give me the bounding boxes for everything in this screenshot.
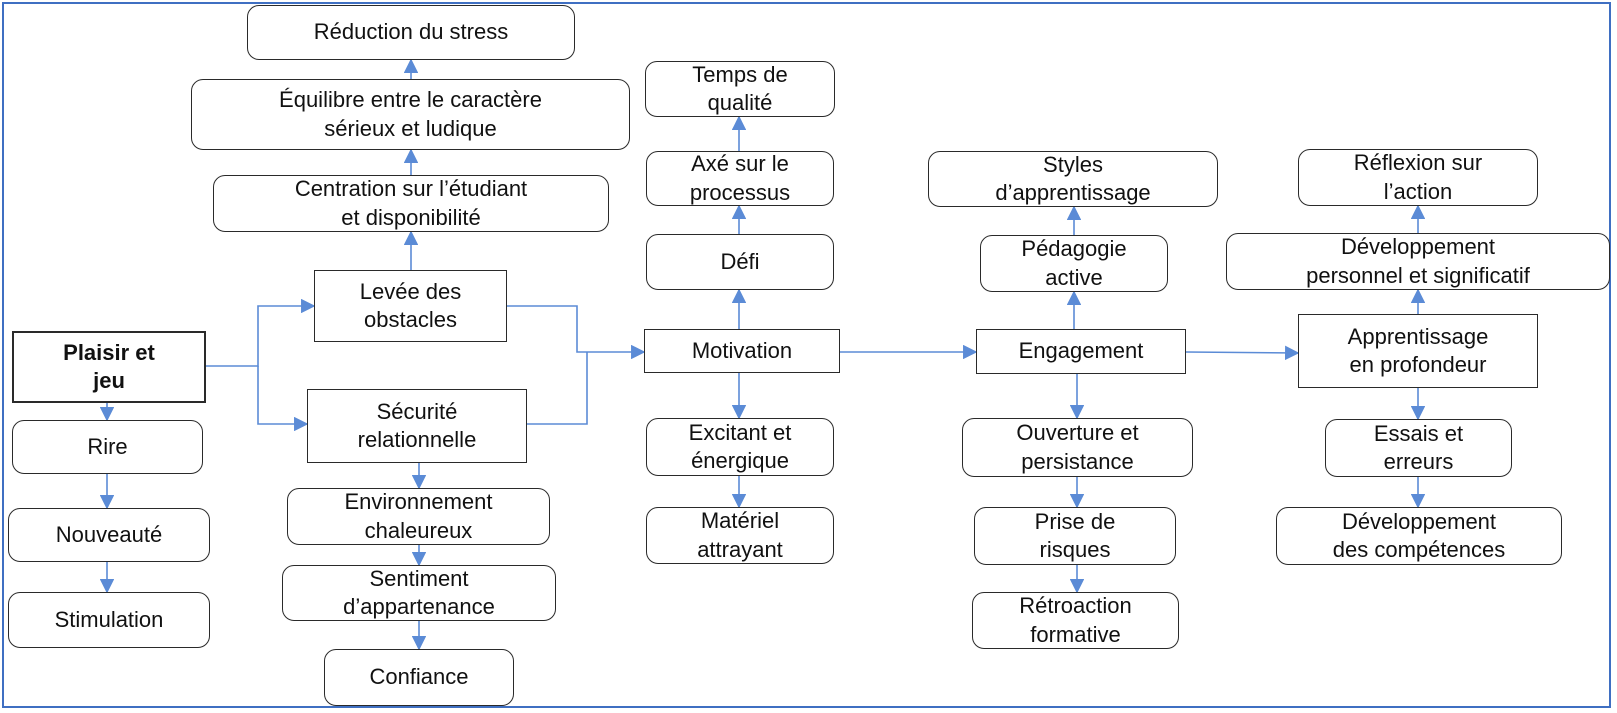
node-reduction-stress: Réduction du stress xyxy=(247,5,575,60)
node-apprentissage-profondeur: Apprentissage en profondeur xyxy=(1298,314,1538,388)
node-defi: Défi xyxy=(646,234,834,290)
node-retroaction: Rétroaction formative xyxy=(972,592,1179,649)
node-materiel: Matériel attrayant xyxy=(646,507,834,564)
node-styles: Styles d’apprentissage xyxy=(928,151,1218,207)
node-nouveaute: Nouveauté xyxy=(8,508,210,562)
arrow-levee-to-motivation xyxy=(507,305,646,360)
node-centration: Centration sur l’étudiant et disponibili… xyxy=(213,175,609,232)
node-stimulation: Stimulation xyxy=(8,592,210,648)
arrow-engagement-to-apprentissage xyxy=(1185,345,1300,361)
node-plaisir-jeu: Plaisir et jeu xyxy=(12,331,206,403)
node-essais-erreurs: Essais et erreurs xyxy=(1325,419,1512,477)
node-environnement: Environnement chaleureux xyxy=(287,488,550,545)
node-motivation: Motivation xyxy=(644,329,840,373)
node-levee-obstacles: Levée des obstacles xyxy=(314,270,507,342)
node-rire: Rire xyxy=(12,420,203,474)
node-securite: Sécurité relationnelle xyxy=(307,389,527,463)
arrow-plaisir-to-securite xyxy=(257,366,309,432)
node-confiance: Confiance xyxy=(324,649,514,706)
node-equilibre: Équilibre entre le caractère sérieux et … xyxy=(191,79,630,150)
node-prise-risques: Prise de risques xyxy=(974,507,1176,565)
node-pedagogie: Pédagogie active xyxy=(980,235,1168,292)
arrow-plaisir-to-levee xyxy=(206,298,316,367)
node-engagement: Engagement xyxy=(976,329,1186,374)
node-developpement-perso: Développement personnel et significatif xyxy=(1226,233,1610,290)
node-developpement-comp: Développement des compétences xyxy=(1276,507,1562,565)
node-sentiment: Sentiment d’appartenance xyxy=(282,565,556,621)
node-excitant: Excitant et énergique xyxy=(646,418,834,476)
node-reflexion: Réflexion sur l’action xyxy=(1298,149,1538,206)
node-temps-qualite: Temps de qualité xyxy=(645,61,835,117)
node-ouverture: Ouverture et persistance xyxy=(962,418,1193,477)
node-axe-processus: Axé sur le processus xyxy=(646,151,834,206)
line-securite-to-motivation xyxy=(527,352,588,425)
